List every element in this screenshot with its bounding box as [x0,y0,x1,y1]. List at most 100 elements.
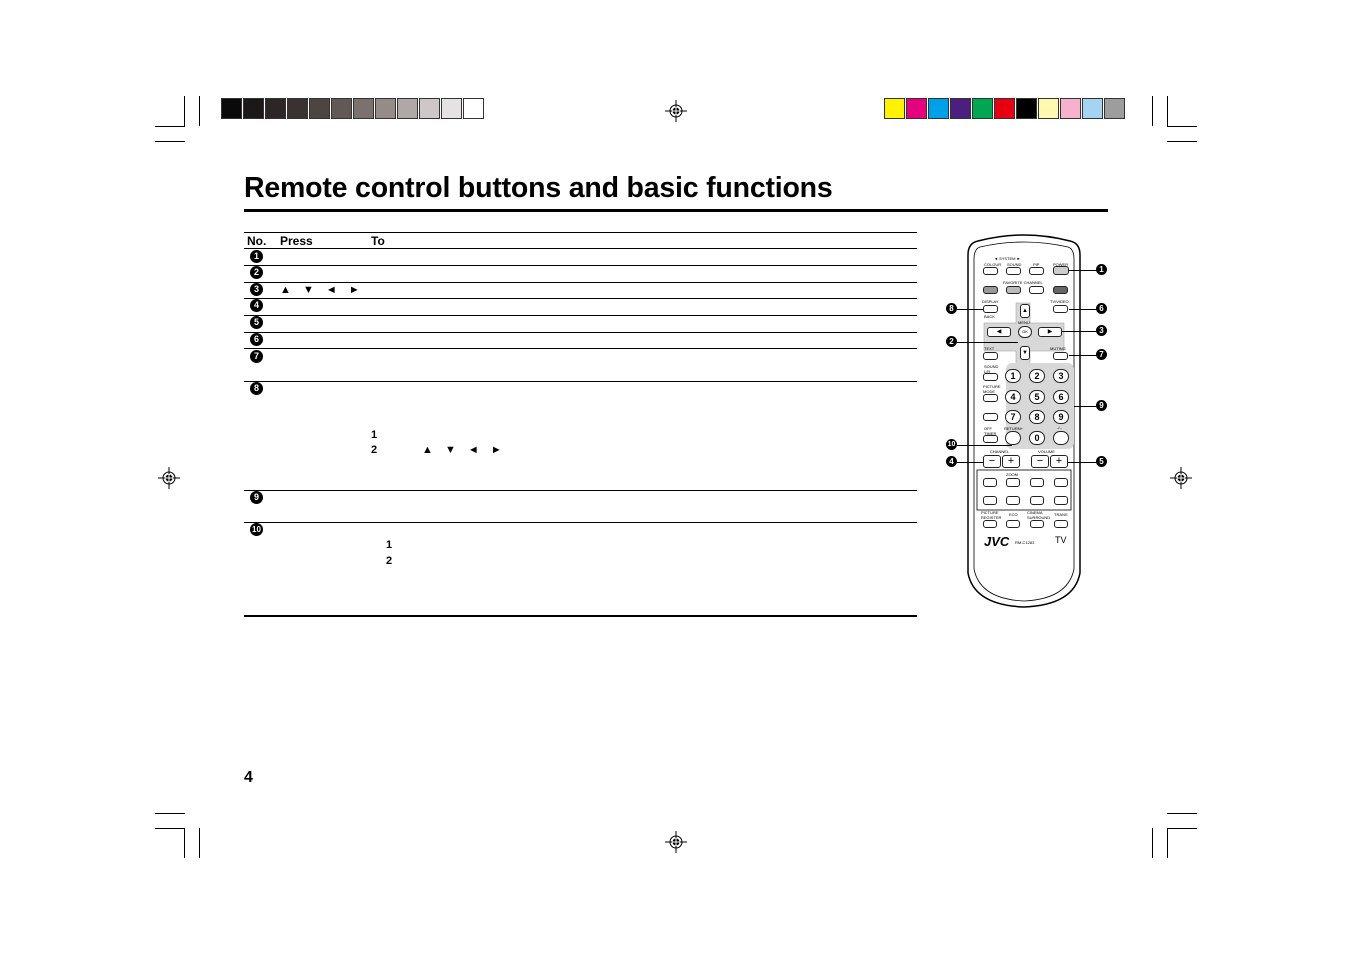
left-button[interactable]: ◀ [987,327,1011,337]
volume-minus-button[interactable]: − [1031,455,1049,468]
dash-button[interactable] [1053,431,1069,445]
eco-button[interactable] [1006,520,1020,528]
panel-button[interactable] [1006,496,1020,505]
row-number-badge: 5 [250,316,263,329]
return-button[interactable] [1005,431,1021,445]
colour-button[interactable] [983,267,998,275]
panel-button[interactable] [1030,496,1044,505]
display-back-button[interactable] [983,305,998,313]
number-key-7[interactable]: 7 [1005,410,1021,424]
number-key-1[interactable]: 1 [1005,369,1021,383]
panel-button[interactable] [1054,478,1068,487]
number-key-2[interactable]: 2 [1029,369,1045,383]
registration-mark-icon [665,100,687,122]
muting-label: MUTING [1050,346,1066,351]
number-key-3[interactable]: 3 [1053,369,1069,383]
gray-swatch [375,98,396,119]
table-rule [244,315,917,316]
picture-register-button[interactable] [983,520,997,528]
table-rule [244,332,917,333]
channel-plus-button[interactable]: + [1002,455,1020,468]
favorite-button-3[interactable] [1029,286,1044,294]
crop-mark [155,126,185,127]
picture-register-label: PICTURE REGISTER [981,510,1002,520]
favorite-button-2[interactable] [1006,286,1021,294]
up-button[interactable]: ▲ [1020,304,1030,318]
favorite-button-4[interactable] [1053,286,1068,294]
color-swatch [1038,98,1059,119]
volume-plus-button[interactable]: + [1050,455,1068,468]
table-header-to: To [371,234,385,248]
cinema-surround-button[interactable] [1030,520,1044,528]
trans-button[interactable] [1054,520,1068,528]
crop-mark [155,813,185,814]
color-swatch [1060,98,1081,119]
crop-mark [1167,96,1168,126]
sound-button[interactable] [1006,267,1021,275]
table-rule [244,265,917,266]
favorite-button-1[interactable] [983,286,998,294]
callout-badge: 4 [946,456,957,467]
aspect-button[interactable] [983,413,998,421]
gray-swatch [353,98,374,119]
gray-swatch [397,98,418,119]
color-swatch [1104,98,1125,119]
panel-button[interactable] [1030,478,1044,487]
gray-swatch [243,98,264,119]
brand-logo: JVC [984,534,1010,549]
number-key-9[interactable]: 9 [1053,410,1069,424]
callout-line [1074,406,1096,407]
gray-swatch [221,98,242,119]
down-button[interactable]: ▼ [1020,346,1030,360]
sound-l-r-button[interactable] [983,373,998,381]
return-label: RETURN+ [1004,426,1024,431]
channel-minus-button[interactable]: − [983,455,1001,468]
picture-mode-label: PICTURE MODE [983,384,1001,394]
number-key-5[interactable]: 5 [1029,390,1045,404]
table-header-no: No. [247,234,267,248]
panel-button[interactable] [983,496,997,505]
gray-swatch [441,98,462,119]
step-number: 1 [386,539,393,551]
right-button[interactable]: ▶ [1038,327,1062,337]
step-number: 2 [371,444,378,456]
power-label: POWER [1053,262,1069,267]
number-key-8[interactable]: 8 [1029,410,1045,424]
muting-button[interactable] [1053,352,1068,360]
zoom-button[interactable] [1006,478,1020,487]
crop-mark [199,828,200,858]
tv-video-button[interactable] [1053,305,1068,313]
ok-button[interactable]: OK [1018,326,1032,338]
callout-line [1069,309,1096,310]
panel-button[interactable] [1054,496,1068,505]
callout-badge: 1 [1096,264,1107,275]
number-key-0[interactable]: 0 [1029,431,1045,445]
table-rule [244,298,917,299]
eco-label: ECO [1009,512,1018,517]
callout-badge: 2 [946,336,957,347]
number-key-4[interactable]: 4 [1005,390,1021,404]
gray-swatch [463,98,484,119]
crop-mark [184,828,185,858]
pip-button[interactable] [1029,267,1044,275]
table-bottom-rule [244,615,917,617]
text-button[interactable] [983,352,998,360]
row-number-badge: 6 [250,333,263,346]
dash-label: -/-- [1057,425,1063,430]
table-header-press: Press [280,234,313,248]
cinema-surround-label: CINEMA SURROUND [1027,510,1051,520]
crop-mark [1152,96,1153,126]
row-number-badge: 9 [250,491,263,504]
tv-video-label: TV/VIDEO [1050,299,1069,304]
number-key-6[interactable]: 6 [1053,390,1069,404]
crop-mark [1167,828,1197,829]
off-timer-button[interactable] [983,435,998,443]
panel-button[interactable] [983,478,997,487]
callout-line [1069,355,1096,356]
picture-mode-button[interactable] [983,394,998,402]
step-arrows: ▲ ▼ ◄ ► [422,444,502,456]
page-number: 4 [244,769,253,786]
callout-badge: 8 [946,303,957,314]
power-button[interactable] [1053,266,1069,275]
crop-mark [155,141,185,142]
